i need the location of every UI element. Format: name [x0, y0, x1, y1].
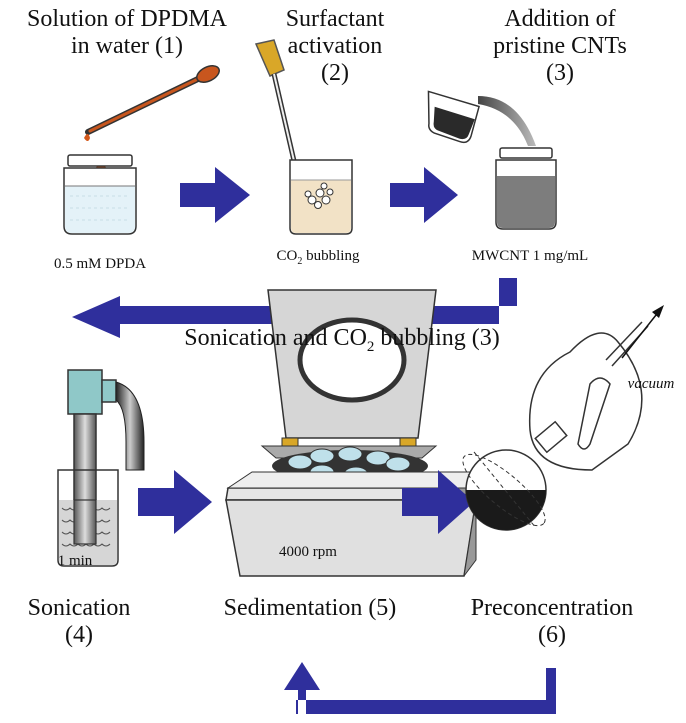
step2-caption: CO2 bubbling	[248, 248, 388, 267]
step3-title-line3: (3)	[546, 59, 574, 86]
step3-caption: MWCNT 1 mg/mL	[471, 248, 589, 264]
arrow-step1-to-step2	[180, 167, 250, 223]
step3-title-line1: Addition of	[504, 6, 616, 32]
sonication-beaker-icon	[57, 469, 119, 567]
flask-icon	[462, 321, 649, 531]
step2-caption-post: bubbling	[302, 248, 360, 264]
step2-title-line2: activation	[287, 32, 383, 59]
step2-caption-pre: CO	[276, 248, 298, 264]
step5-title: Sedimentation (5)	[223, 595, 397, 621]
step6-title-line1: Preconcentration	[470, 595, 634, 621]
vacuum-arrow-icon	[621, 305, 664, 359]
step1-title-line1: Solution of DPDMA	[26, 6, 228, 32]
step2-title-line3: (2)	[321, 59, 349, 86]
vacuum-label: vacuum	[627, 376, 675, 392]
step2-title: Surfactant activation (2)	[260, 6, 410, 87]
step5-caption: 4000 rpm	[279, 544, 337, 560]
jar-1-icon	[63, 154, 137, 235]
step1-title-line2: in water (1)	[71, 32, 183, 59]
dropper-icon	[84, 65, 220, 141]
bubbles-icon	[304, 182, 334, 209]
step4-title-line2: (4)	[65, 621, 93, 648]
step6-title: Preconcentration (6)	[452, 595, 652, 649]
step2-caption-sub: 2	[297, 256, 303, 267]
step4-caption: 1 min	[57, 553, 93, 569]
step1-title: Solution of DPDMA in water (1)	[2, 6, 252, 60]
middle-label-sub: 2	[366, 338, 375, 355]
arrow-step6-to-step5	[284, 662, 556, 714]
arrow-step5-to-step6	[402, 470, 474, 534]
step4-title: Sonication (4)	[4, 595, 154, 649]
arrow-step4-to-step5	[138, 470, 212, 534]
pouring-beaker-icon	[427, 90, 536, 146]
step3-title: Addition of pristine CNTs (3)	[470, 6, 650, 87]
middle-label-pre: Sonication and CO	[184, 325, 367, 351]
middle-label-post: bubbling (3)	[374, 325, 500, 351]
middle-step-label: Sonication and CO2 bubbling (3)	[162, 325, 522, 356]
step4-title-line1: Sonication	[27, 595, 131, 621]
arrow-step2-to-step3	[390, 167, 458, 223]
step3-title-line2: pristine CNTs	[493, 32, 627, 59]
jar-3-icon	[495, 147, 557, 230]
step1-caption: 0.5 mM DPDA	[53, 256, 147, 272]
step2-title-line1: Surfactant	[285, 6, 385, 32]
step6-title-line2: (6)	[538, 621, 566, 648]
